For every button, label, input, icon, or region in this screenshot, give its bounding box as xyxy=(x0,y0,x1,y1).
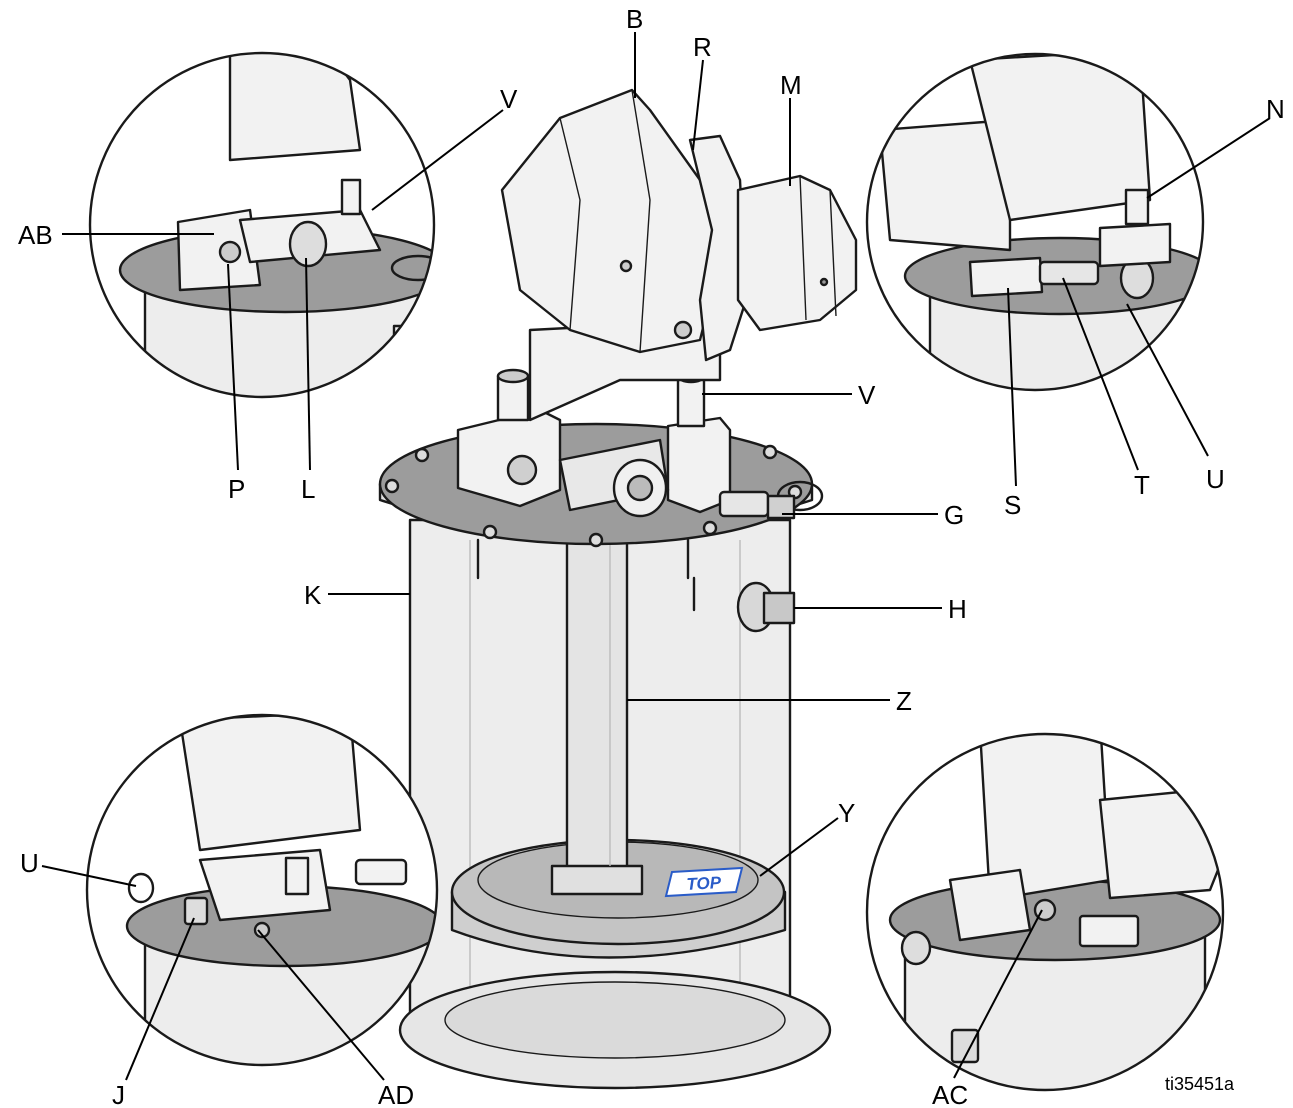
label-M: M xyxy=(780,70,802,100)
label-V-top: V xyxy=(500,84,518,114)
reference-code: ti35451a xyxy=(1165,1074,1235,1094)
label-U-right: U xyxy=(1206,464,1225,494)
label-R: R xyxy=(693,32,712,62)
label-Z: Z xyxy=(896,686,912,716)
callout-labels: B R M V N AB V P L S T U G K H Z Y U J A… xyxy=(18,4,1285,1108)
label-B: B xyxy=(626,4,643,34)
label-T: T xyxy=(1134,470,1150,500)
label-P: P xyxy=(228,474,245,504)
central-assembly: TOP xyxy=(378,88,858,1090)
label-AB: AB xyxy=(18,220,53,250)
label-Y: Y xyxy=(838,798,855,828)
label-S: S xyxy=(1004,490,1021,520)
top-decal-text: TOP xyxy=(686,873,722,894)
detail-view-bottom-left xyxy=(85,713,439,1067)
label-H: H xyxy=(948,594,967,624)
label-AC: AC xyxy=(932,1080,968,1108)
leader-lines xyxy=(41,32,1271,1081)
gear-reducer xyxy=(688,134,748,362)
detail-view-bottom-right xyxy=(865,732,1225,1092)
label-U-left: U xyxy=(20,848,39,878)
pump-housing xyxy=(500,88,722,422)
label-J: J xyxy=(112,1080,125,1108)
motor xyxy=(736,174,858,332)
top-decal: TOP xyxy=(664,866,744,898)
fill-port xyxy=(736,581,796,633)
label-V-mid: V xyxy=(858,380,876,410)
manifold-block xyxy=(456,368,824,520)
detail-view-top-left xyxy=(88,51,436,399)
label-AD: AD xyxy=(378,1080,414,1108)
label-L: L xyxy=(301,474,315,504)
label-N: N xyxy=(1266,94,1285,124)
label-K: K xyxy=(304,580,322,610)
label-G: G xyxy=(944,500,964,530)
